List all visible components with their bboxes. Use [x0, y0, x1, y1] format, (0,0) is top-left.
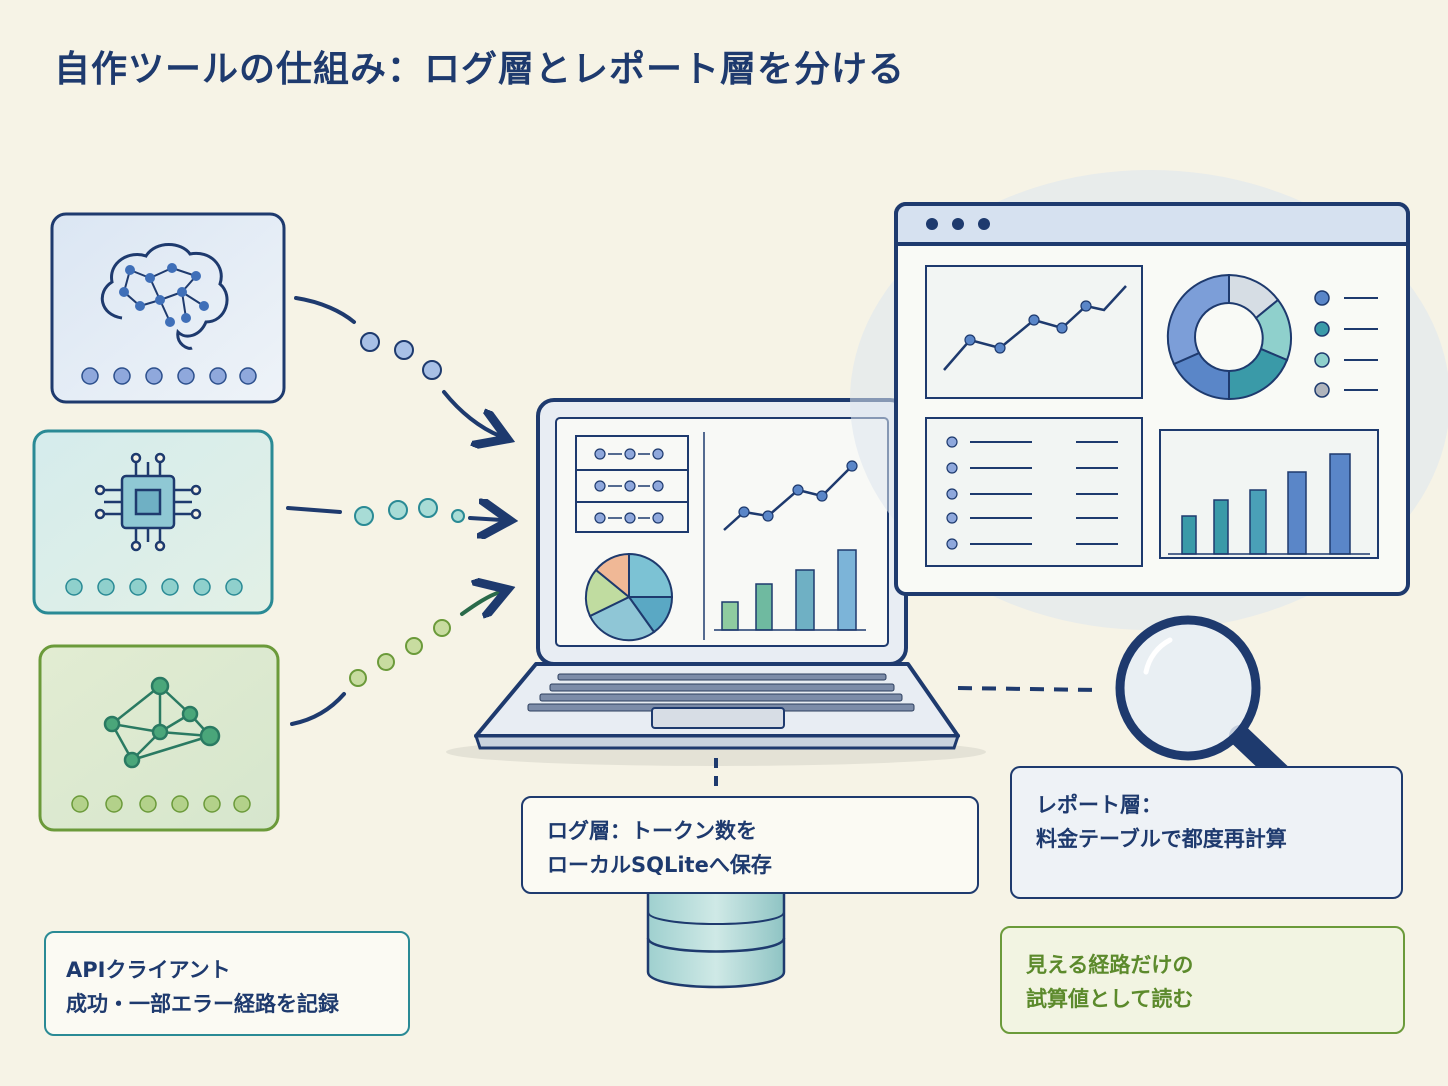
report-layer-label: レポート層： 料金テーブルで都度再計算	[1010, 766, 1403, 899]
log-layer-label: ログ層：トークン数を ローカルSQLiteへ保存	[521, 796, 979, 894]
laptop-list-panel	[575, 435, 689, 533]
api-client-line2: 成功・一部エラー経路を記録	[66, 992, 339, 1016]
report-donut-chart	[1166, 273, 1292, 401]
brain-card-dots	[81, 367, 257, 385]
chip-icon	[94, 452, 202, 552]
source-card-brain	[50, 212, 286, 404]
page-title: 自作ツールの仕組み：ログ層とレポート層を分ける	[54, 49, 906, 90]
estimate-note-label: 見える経路だけの 試算値として読む	[1000, 926, 1405, 1034]
flow-arrow-chip	[286, 498, 502, 525]
estimate-note-line1: 見える経路だけの	[1026, 953, 1194, 977]
source-card-network	[38, 644, 280, 832]
laptop-keyboard	[527, 673, 915, 712]
report-table-panel	[925, 417, 1143, 567]
laptop-line-chart	[723, 460, 858, 531]
window-control-dots	[926, 218, 990, 230]
laptop-bar-chart	[714, 549, 866, 631]
flow-arrow-network	[290, 592, 500, 726]
laptop-magnifier-connector	[957, 686, 1099, 692]
log-layer-line2: ローカルSQLiteへ保存	[547, 853, 772, 877]
network-icon	[103, 676, 221, 769]
brain-icon	[100, 243, 229, 350]
report-donut-legend	[1314, 290, 1378, 398]
database-icon	[646, 888, 786, 989]
chip-card-dots	[65, 578, 243, 596]
report-window	[850, 170, 1448, 630]
log-layer-line1: ログ層：トークン数を	[547, 819, 757, 843]
api-client-line1: APIクライアント	[66, 958, 231, 982]
report-layer-line2: 料金テーブルで都度再計算	[1036, 827, 1287, 851]
source-card-chip	[32, 429, 274, 615]
flow-arrow-brain	[294, 296, 500, 436]
api-client-label: APIクライアント 成功・一部エラー経路を記録	[44, 931, 410, 1036]
laptop-icon	[446, 398, 986, 766]
laptop-pie-chart	[584, 552, 674, 642]
report-bar-chart	[1159, 429, 1379, 559]
estimate-note-line2: 試算値として読む	[1026, 987, 1194, 1011]
report-line-chart	[925, 265, 1143, 399]
report-layer-line1: レポート層：	[1036, 793, 1162, 817]
network-card-dots	[71, 795, 251, 813]
